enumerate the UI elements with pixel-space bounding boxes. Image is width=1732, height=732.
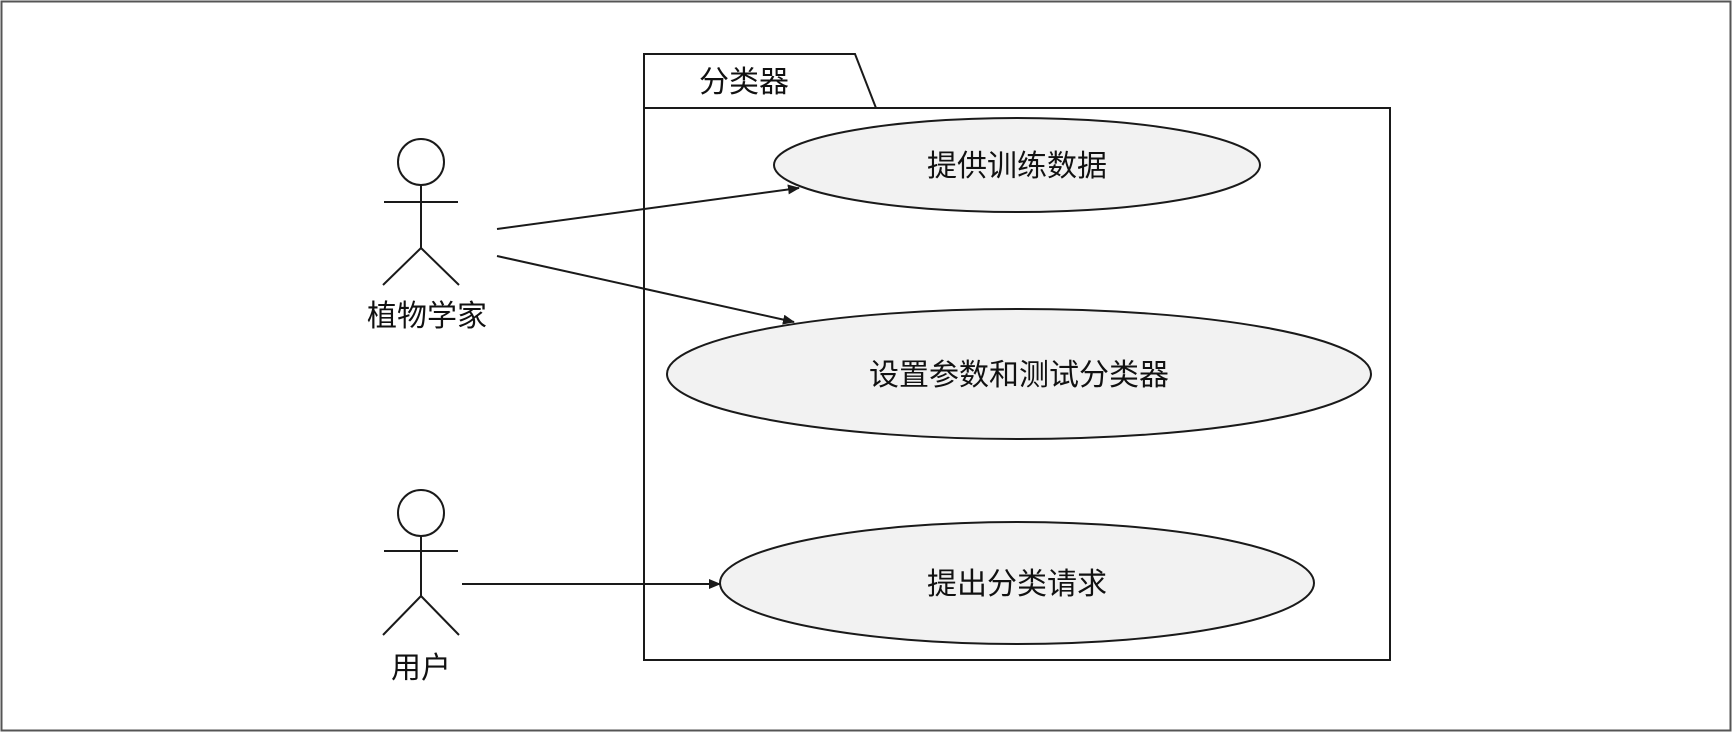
actor-label: 植物学家 (367, 299, 487, 334)
use-case-submit-classification-request[interactable]: 提出分类请求 (719, 521, 1315, 645)
system-boundary: 分类器 (643, 53, 1391, 661)
use-case-ellipse (666, 308, 1372, 440)
system-box (643, 107, 1391, 661)
use-case-label: 提出分类请求 (927, 567, 1107, 602)
use-case-set-params-test-classifier[interactable]: 设置参数和测试分类器 (666, 308, 1372, 440)
association-arrow (496, 255, 795, 325)
stick-figure-icon (382, 138, 460, 286)
use-case-ellipse (773, 117, 1261, 213)
use-case-provide-training-data[interactable]: 提供训练数据 (773, 117, 1261, 213)
use-case-label: 提供训练数据 (927, 149, 1107, 184)
use-case-label: 设置参数和测试分类器 (869, 358, 1169, 393)
system-label: 分类器 (699, 65, 789, 100)
actor-label: 用户 (391, 651, 451, 686)
association-arrow (496, 184, 800, 230)
stick-figure-icon (382, 489, 460, 636)
actor-user[interactable]: 用户 (382, 489, 460, 686)
actor-botanist[interactable]: 植物学家 (367, 138, 487, 334)
system-tab (643, 53, 877, 109)
